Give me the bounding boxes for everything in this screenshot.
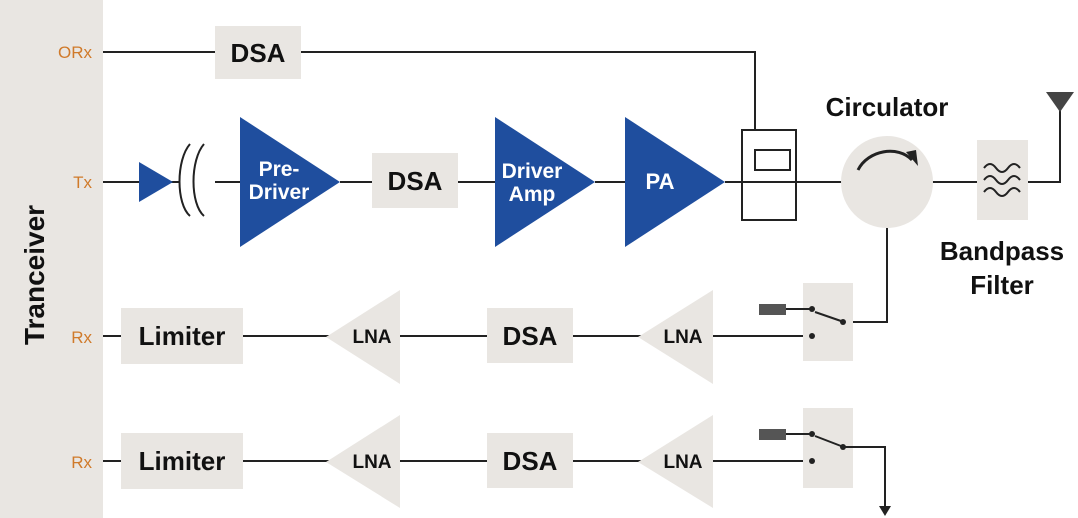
transceiver-label: Tranceiver	[19, 205, 50, 345]
driver-amp-label-line2: Amp	[509, 183, 556, 206]
driver-amp	[495, 117, 595, 247]
rx2-termination	[759, 429, 786, 440]
tx-dsa-label: DSA	[388, 166, 443, 196]
rx1-switch-pole-a	[809, 306, 815, 312]
circulator-rx-wire	[843, 228, 888, 323]
rx1-limiter-label: Limiter	[139, 321, 226, 351]
rx1-dsa-block	[487, 308, 573, 363]
bandpass-label-line2: Filter	[970, 270, 1034, 300]
rx2-dsa-block	[487, 433, 573, 488]
tx-line-break-icon	[178, 143, 205, 217]
predriver-label-line1: Pre-	[259, 158, 300, 181]
rx2-lna-2-label: LNA	[663, 452, 702, 473]
tx-port-label: Tx	[73, 173, 92, 192]
rx2-switch-pole-b	[809, 458, 815, 464]
rx2-lna-1-label: LNA	[352, 452, 391, 473]
rx1-switch-pole-b	[809, 333, 815, 339]
rx1-dsa-label: DSA	[503, 321, 558, 351]
rx2-out-arrowhead-icon	[879, 506, 891, 516]
rx1-lna-2	[638, 290, 713, 384]
orx-wire	[103, 51, 790, 169]
coupler-block	[741, 129, 797, 221]
power-amp	[625, 117, 725, 247]
tx-buffer-amp	[139, 162, 173, 202]
rx2-limiter-block	[121, 433, 243, 489]
rx2-out-wire	[843, 446, 886, 508]
predriver-amp	[240, 117, 340, 247]
rx1-termination	[759, 304, 786, 315]
orx-port-label: ORx	[58, 43, 93, 62]
transceiver-block	[0, 0, 103, 518]
pa-label: PA	[646, 169, 675, 194]
tx-dsa-block	[372, 153, 458, 208]
predriver-label-line2: Driver	[249, 181, 310, 204]
bandpass-filter-icon	[983, 163, 1021, 197]
rx1-switch-common	[840, 319, 846, 325]
orx-dsa-label: DSA	[231, 38, 286, 68]
rx1-lna-2-label: LNA	[663, 327, 702, 348]
antenna-icon	[1046, 92, 1074, 112]
circulator-arrow-icon	[856, 149, 914, 171]
antenna-feed-wire	[1028, 100, 1061, 183]
rx2-lna-2	[638, 415, 713, 508]
rx1-port-label: Rx	[71, 328, 92, 347]
rx1-lna-1	[326, 290, 400, 384]
rx2-limiter-label: Limiter	[139, 446, 226, 476]
rx2-dsa-label: DSA	[503, 446, 558, 476]
rx1-lna-1-label: LNA	[352, 327, 391, 348]
driver-amp-label-line1: Driver	[502, 160, 563, 183]
rx1-limiter-block	[121, 308, 243, 364]
coupler-inner-line	[754, 149, 791, 171]
circulator-label: Circulator	[826, 92, 949, 122]
rx2-lna-1	[326, 415, 400, 508]
circulator-arrowhead-icon	[906, 150, 918, 166]
rx2-switch-pole-a	[809, 431, 815, 437]
circulator-block	[841, 136, 933, 228]
rx1-switch-arm	[814, 311, 842, 322]
orx-dsa-block	[215, 26, 301, 79]
rx2-switch-arm	[814, 435, 842, 447]
bandpass-label-line1: Bandpass	[940, 236, 1064, 266]
rx2-port-label: Rx	[71, 453, 92, 472]
